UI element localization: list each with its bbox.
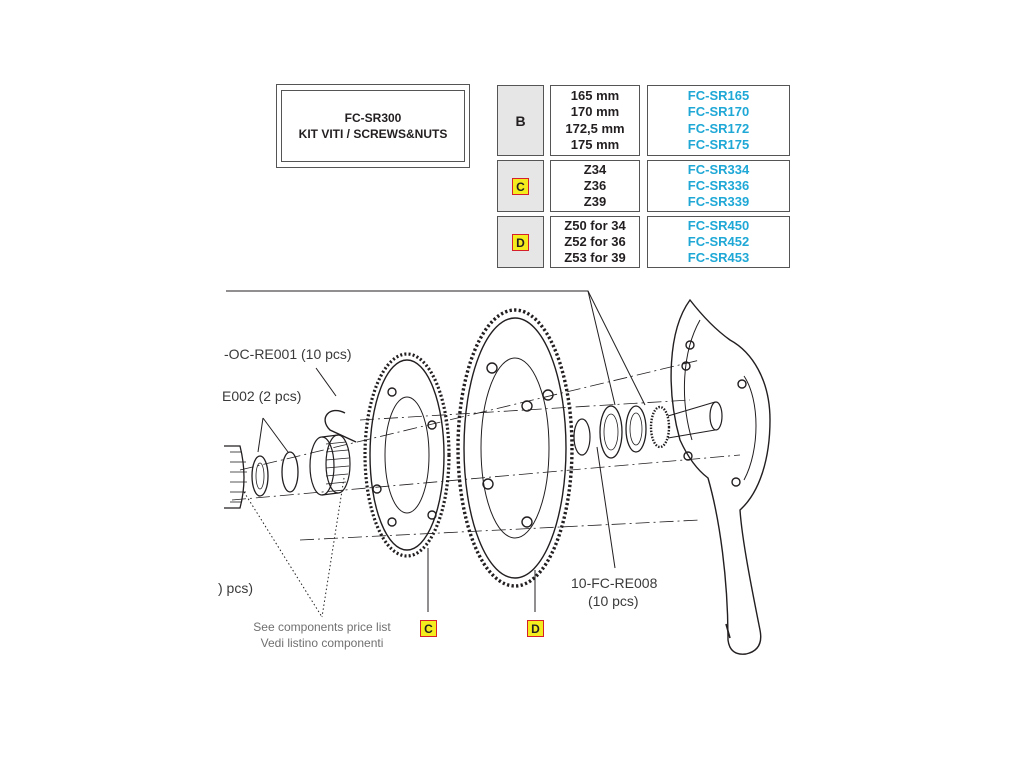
kit-code: FC-SR300: [344, 111, 402, 125]
size-item: 165 mm: [570, 87, 620, 103]
note-italian: Vedi listino componenti: [260, 636, 384, 650]
code-item: FC-SR170: [687, 104, 750, 120]
tag-c: C: [512, 177, 529, 195]
letter-b-label: B: [515, 112, 526, 129]
size-item: 172,5 mm: [565, 120, 625, 136]
drawing-tag-d: D: [527, 620, 544, 637]
label-oc-re001: -OC-RE001 (10 pcs): [224, 346, 352, 362]
size-item: Z36: [583, 177, 607, 193]
washer: [281, 451, 299, 493]
size-item: Z53 for 39: [564, 250, 626, 266]
spacer-ring: [573, 418, 591, 456]
inner-ring-code-list: FC-SR334 FC-SR336 FC-SR339: [647, 160, 790, 212]
bearing-ring: [625, 405, 647, 453]
size-item: Z39: [583, 194, 607, 210]
axis-lines: [231, 359, 741, 541]
chainring-small: [363, 352, 451, 558]
code-item: FC-SR336: [687, 177, 750, 193]
label-fc-re008-code: 10-FC-RE008: [571, 575, 658, 591]
size-item: 175 mm: [570, 136, 620, 152]
label-fc-re008-qty: (10 pcs): [588, 593, 639, 609]
bearing-ring: [599, 405, 623, 459]
crank-code-list: FC-SR165 FC-SR170 FC-SR172 FC-SR175: [647, 85, 790, 156]
row-letter-c: C: [497, 160, 544, 212]
spindle-spline: [649, 401, 723, 449]
chainring-large: [456, 308, 574, 588]
drawing-tag-c: C: [420, 620, 437, 637]
screws-kit-inner: FC-SR300 KIT VITI / SCREWS&NUTS: [281, 90, 465, 162]
size-item: Z50 for 34: [564, 217, 626, 233]
table-row-c: C Z34 Z36 Z39 FC-SR334 FC-SR336 FC-SR339: [497, 160, 790, 212]
inner-ring-size-list: Z34 Z36 Z39: [550, 160, 640, 212]
components-note: See components price list Vedi listino c…: [246, 619, 398, 651]
code-item: FC-SR172: [687, 120, 750, 136]
washer: [251, 455, 269, 497]
outer-ring-code-list: FC-SR450 FC-SR452 FC-SR453: [647, 216, 790, 268]
table-row-b: B 165 mm 170 mm 172,5 mm 175 mm FC-SR165…: [497, 85, 790, 156]
label-pcs-partial: ) pcs): [218, 580, 253, 596]
row-letter-d: D: [497, 216, 544, 268]
crank-arm: [670, 298, 771, 655]
outer-ring-size-list: Z50 for 34 Z52 for 36 Z53 for 39: [550, 216, 640, 268]
circlip: [324, 409, 357, 443]
code-item: FC-SR339: [687, 194, 750, 210]
threaded-nut: [309, 434, 351, 496]
crank-length-list: 165 mm 170 mm 172,5 mm 175 mm: [550, 85, 640, 156]
size-item: Z52 for 36: [564, 233, 626, 249]
code-item: FC-SR453: [687, 250, 750, 266]
code-item: FC-SR175: [687, 136, 750, 152]
code-item: FC-SR165: [687, 87, 750, 103]
size-item: 170 mm: [570, 104, 620, 120]
code-item: FC-SR334: [687, 161, 750, 177]
code-item: FC-SR450: [687, 217, 750, 233]
row-letter-b: B: [497, 85, 544, 156]
size-item: Z34: [583, 161, 607, 177]
bb-cup-left: [224, 445, 247, 509]
label-e002: E002 (2 pcs): [222, 388, 302, 404]
kit-description: KIT VITI / SCREWS&NUTS: [298, 127, 448, 141]
tag-d: D: [512, 233, 529, 251]
dotted-leaders: [243, 477, 345, 618]
note-english: See components price list: [253, 620, 391, 634]
screws-kit-box: FC-SR300 KIT VITI / SCREWS&NUTS: [276, 84, 470, 168]
code-item: FC-SR452: [687, 233, 750, 249]
table-row-d: D Z50 for 34 Z52 for 36 Z53 for 39 FC-SR…: [497, 216, 790, 268]
